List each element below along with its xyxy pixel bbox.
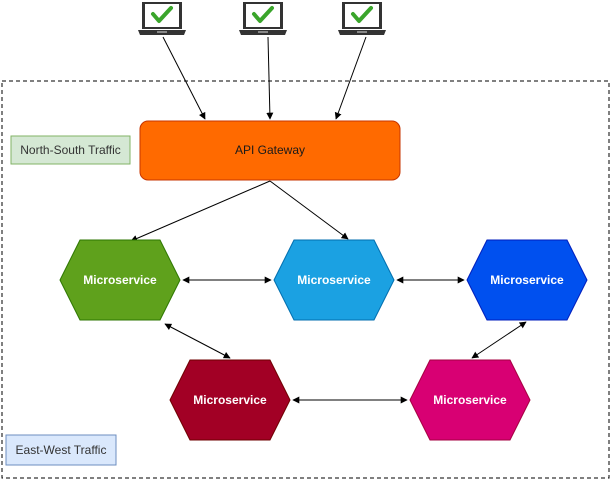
laptop-check-icon bbox=[138, 2, 186, 35]
gateway-to-ms1-arrow bbox=[130, 180, 271, 242]
client-laptop-3 bbox=[338, 2, 386, 35]
gateway-to-ms2-arrow bbox=[269, 180, 349, 240]
north-south-label: North-South Traffic bbox=[20, 143, 121, 157]
client-3-to-gateway-arrow bbox=[334, 36, 367, 120]
ms3-ms5-arrow bbox=[471, 321, 527, 359]
microservice-4: Microservice bbox=[169, 359, 291, 441]
api-gateway: API Gateway bbox=[139, 120, 401, 181]
client-1-to-gateway-arrow bbox=[162, 36, 206, 120]
laptop-check-icon bbox=[338, 2, 386, 35]
microservice-2: Microservice bbox=[273, 239, 395, 321]
microservice-1: Microservice bbox=[59, 239, 181, 321]
east-west-tag: East-West Traffic bbox=[5, 434, 117, 466]
east-west-label: East-West Traffic bbox=[16, 443, 107, 457]
microservice-2-label: Microservice bbox=[297, 273, 371, 287]
client-laptop-1 bbox=[138, 2, 186, 35]
api-gateway-label: API Gateway bbox=[235, 143, 305, 157]
boundary-box bbox=[1, 80, 610, 479]
client-2-to-gateway-arrow bbox=[266, 36, 274, 120]
microservice-3-label: Microservice bbox=[490, 273, 564, 287]
microservice-1-label: Microservice bbox=[83, 273, 157, 287]
microservice-3: Microservice bbox=[466, 239, 588, 321]
microservice-5: Microservice bbox=[409, 359, 531, 441]
client-laptop-2 bbox=[239, 2, 287, 35]
ms1-ms4-arrow bbox=[164, 323, 231, 359]
laptop-check-icon bbox=[239, 2, 287, 35]
microservice-5-label: Microservice bbox=[433, 393, 507, 407]
microservice-4-label: Microservice bbox=[193, 393, 267, 407]
api-gateway-box bbox=[139, 120, 401, 181]
north-south-tag: North-South Traffic bbox=[10, 135, 131, 165]
